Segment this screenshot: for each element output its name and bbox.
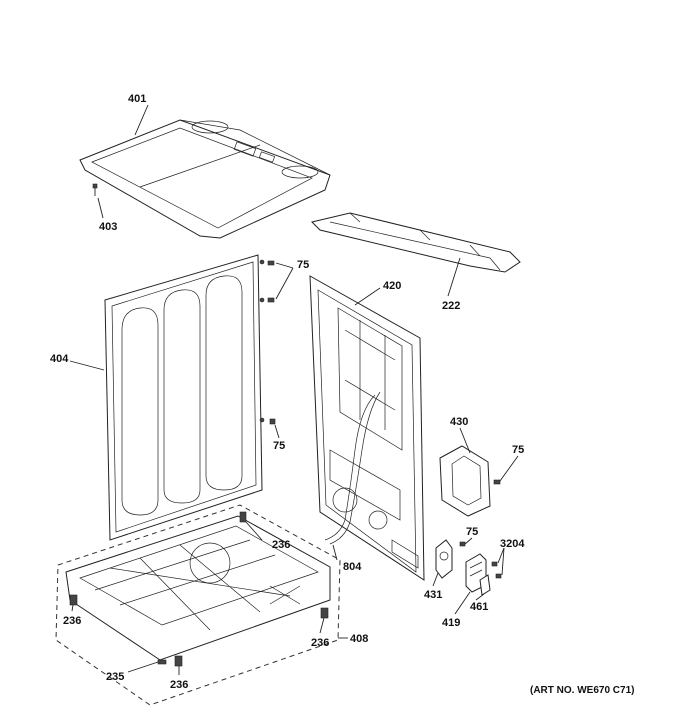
callout-236-a: 236	[272, 539, 290, 551]
callout-75-lower: 75	[466, 526, 478, 538]
callout-75-mid: 75	[273, 440, 285, 452]
screw-75-group-upper	[267, 260, 276, 425]
top-panel-401	[79, 119, 331, 239]
side-panel-404	[104, 254, 265, 541]
callout-404: 404	[50, 353, 69, 365]
base-408	[55, 504, 341, 706]
callout-75-duct: 75	[512, 444, 524, 456]
callout-403: 403	[99, 221, 117, 233]
leveling-legs	[69, 511, 329, 667]
callout-401: 401	[128, 93, 146, 105]
callout-236-b: 236	[63, 615, 81, 627]
callout-75-top: 75	[297, 259, 309, 271]
callout-419: 419	[442, 617, 460, 629]
part-461	[479, 561, 502, 596]
rear-frame-420	[309, 275, 425, 581]
leader-lines	[69, 104, 519, 675]
callout-408: 408	[350, 633, 368, 645]
callout-431: 431	[424, 589, 442, 601]
callout-3204: 3204	[500, 538, 525, 550]
screw-403	[92, 183, 98, 196]
callout-222: 222	[442, 300, 460, 312]
bracket-222	[311, 212, 521, 273]
callout-461: 461	[470, 601, 488, 613]
callout-235: 235	[106, 671, 124, 683]
duct-430	[439, 445, 501, 517]
callout-236-d: 236	[170, 679, 188, 691]
callout-420: 420	[383, 280, 401, 292]
part-431	[435, 539, 466, 579]
art-number: (ART NO. WE670 C71)	[530, 685, 634, 696]
callout-430: 430	[450, 416, 468, 428]
callout-804: 804	[343, 561, 362, 573]
callout-236-c: 236	[311, 637, 329, 649]
